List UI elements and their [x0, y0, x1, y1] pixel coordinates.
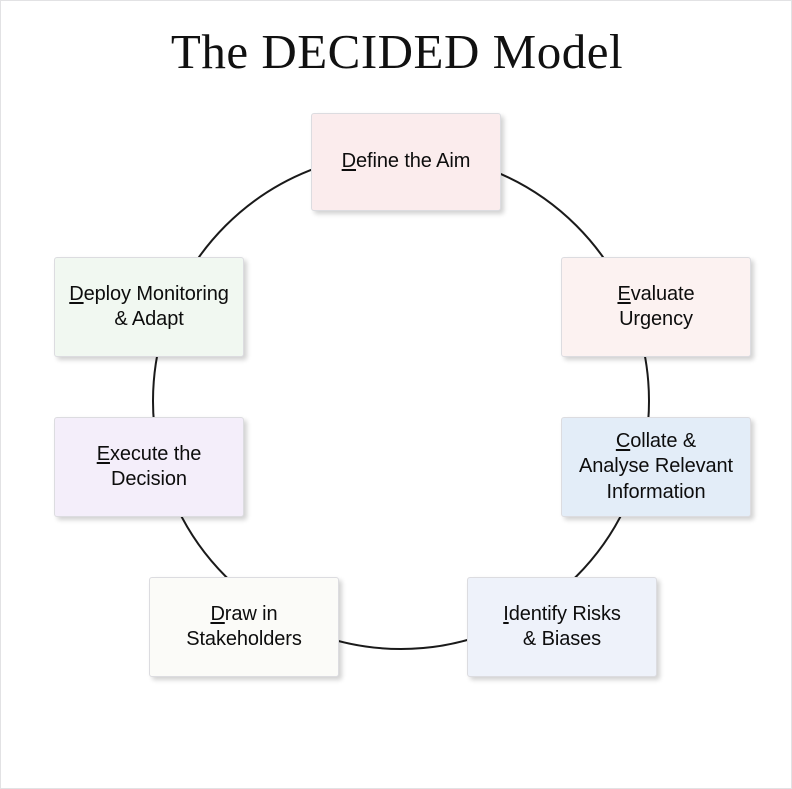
step-node-draw[interactable]: Draw in Stakeholders: [149, 577, 339, 677]
step-initial-identify: I: [503, 602, 509, 625]
step-node-define[interactable]: Define the Aim: [311, 113, 501, 211]
step-line2-identify: & Biases: [522, 628, 602, 650]
connector-circle: [152, 152, 650, 650]
step-initial-collate: C: [615, 430, 631, 453]
step-label-draw: Draw in Stakeholders: [178, 602, 310, 652]
step-node-deploy[interactable]: Deploy Monitoring & Adapt: [54, 257, 244, 357]
step-line2-deploy: & Adapt: [114, 308, 184, 330]
step-label-deploy: Deploy Monitoring & Adapt: [61, 282, 237, 332]
step-rest-draw: raw in: [224, 602, 278, 625]
step-label-collate: Collate & Analyse Relevant Information: [571, 429, 741, 505]
step-label-identify: Identify Risks & Biases: [495, 602, 629, 652]
step-rest-execute: xecute the: [109, 442, 202, 465]
step-rest-collate: ollate &: [630, 430, 697, 453]
step-line2-execute: Decision: [111, 468, 187, 490]
step-rest-evaluate: valuate: [630, 282, 695, 305]
step-initial-deploy: D: [69, 282, 84, 305]
step-node-identify[interactable]: Identify Risks & Biases: [467, 577, 657, 677]
page-title: The DECIDED Model: [170, 24, 624, 79]
step-node-evaluate[interactable]: Evaluate Urgency: [561, 257, 751, 357]
step-rest-identify: dentify Risks: [508, 602, 621, 625]
step-rest-define: efine the Aim: [356, 150, 471, 173]
step-node-collate[interactable]: Collate & Analyse Relevant Information: [561, 417, 751, 517]
step-line2-evaluate: Urgency: [619, 308, 693, 330]
step-line2-collate: Analyse Relevant: [578, 455, 734, 478]
step-rest-deploy: eploy Monitoring: [83, 282, 229, 305]
step-label-define: Define the Aim: [334, 149, 479, 174]
step-line2-draw: Stakeholders: [186, 628, 302, 650]
step-line3-collate: Information: [606, 480, 706, 503]
step-initial-execute: E: [96, 442, 110, 465]
step-initial-evaluate: E: [617, 282, 631, 305]
step-node-execute[interactable]: Execute the Decision: [54, 417, 244, 517]
step-label-evaluate: Evaluate Urgency: [609, 282, 702, 332]
step-initial-define: D: [341, 150, 356, 173]
step-label-execute: Execute the Decision: [89, 442, 210, 492]
step-initial-draw: D: [210, 602, 225, 625]
